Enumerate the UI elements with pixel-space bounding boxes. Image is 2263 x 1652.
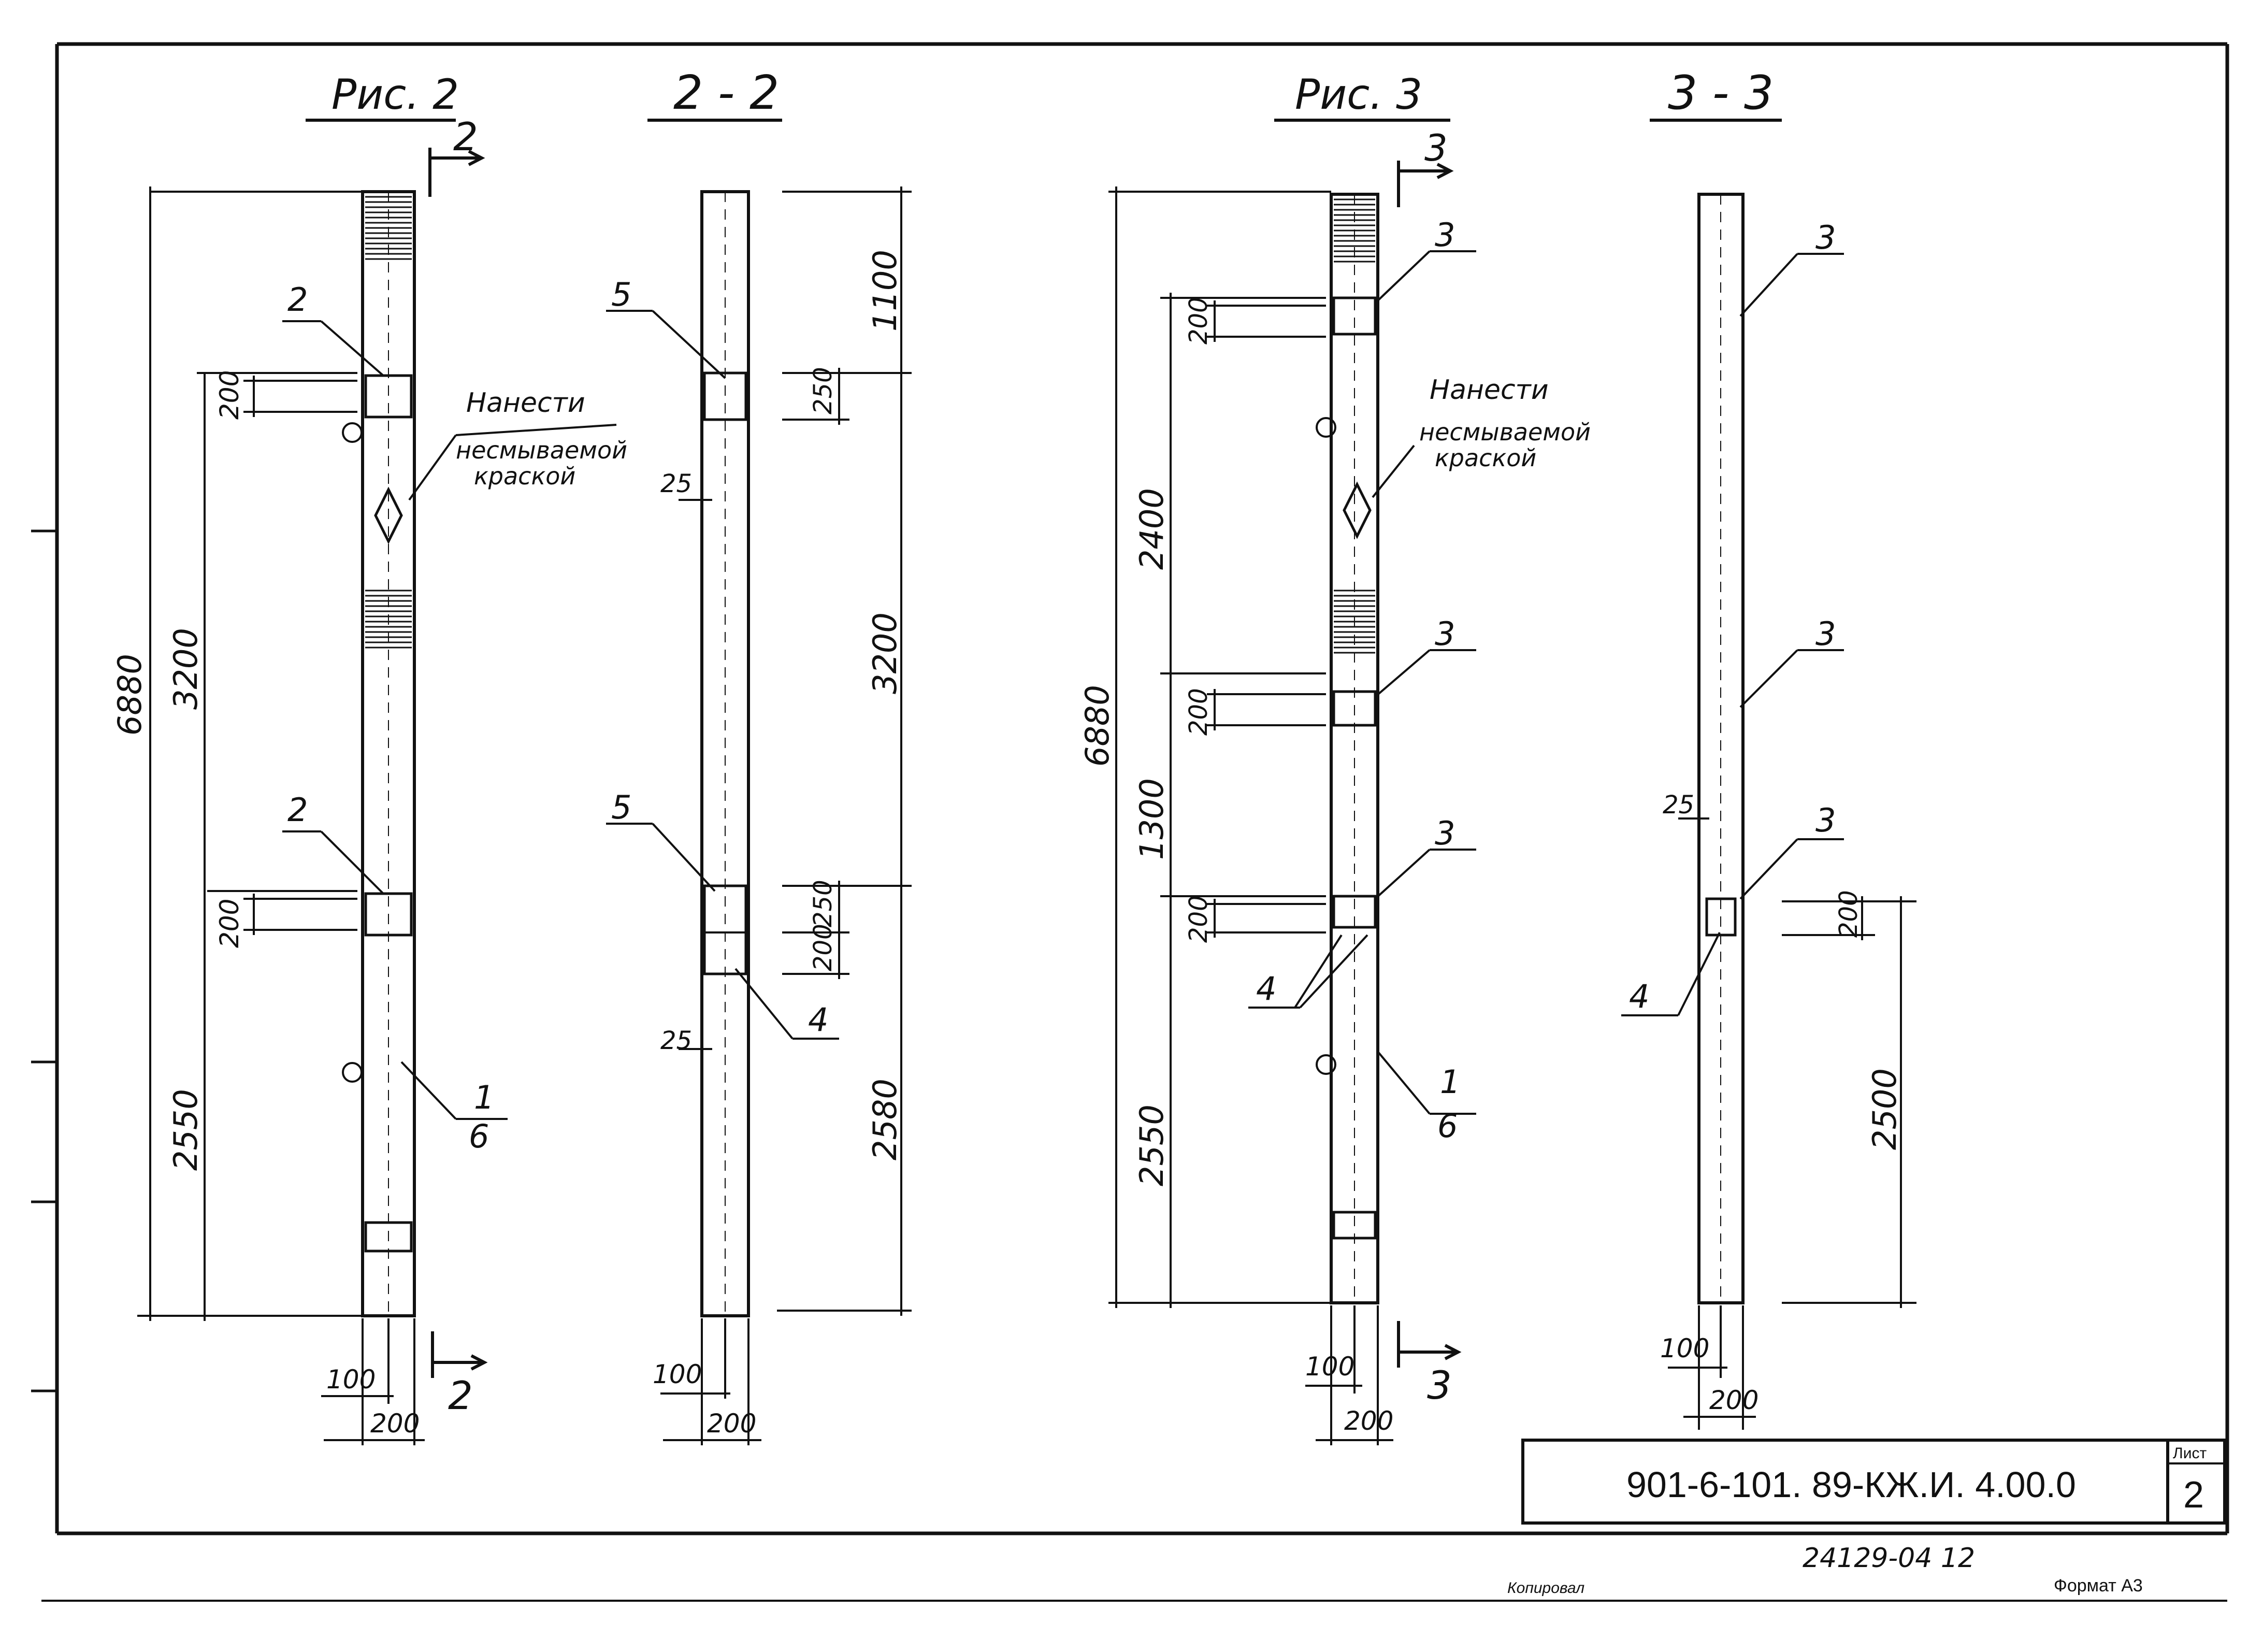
callout-3-sec33-c: 3 — [1815, 801, 1836, 839]
callout-5-sec22-a: 5 — [611, 276, 631, 313]
section-mark-2-top — [428, 148, 485, 197]
title-block-code: 901-6-101. 89-КЖ.И. 4.00.0 — [1626, 1464, 2076, 1505]
callout-2-fig2-b: 2 — [287, 791, 308, 829]
callout-lines-sec33 — [1621, 253, 1844, 1016]
dimensions-sec33 — [1668, 817, 1916, 1430]
figure-3: Рис. 3 3 3 — [1078, 70, 1591, 1445]
title-block-sheet-number: 2 — [2183, 1474, 2204, 1516]
column-sec22 — [700, 190, 750, 1317]
callout-3-fig3-a: 3 — [1435, 216, 1455, 254]
note-line1-fig3: Нанести — [1430, 375, 1549, 406]
dimensions-fig3 — [1108, 186, 1393, 1445]
dimensions-sec22 — [660, 186, 912, 1445]
dim-250-sec22-a: 250 — [809, 367, 838, 414]
callout-6-fig3: 6 — [1437, 1107, 1458, 1145]
callout-lines-fig3 — [1248, 250, 1476, 1115]
column-fig2 — [342, 190, 416, 1317]
dim-200-sec33: 200 — [1834, 890, 1863, 938]
callout-3-fig3-c: 3 — [1435, 814, 1455, 852]
callout-3-sec33-b: 3 — [1815, 615, 1836, 653]
dim-100-fig3: 100 — [1305, 1352, 1354, 1382]
dim-2580-sec22: 2580 — [866, 1079, 904, 1160]
dim-200-fig3-c: 200 — [1184, 895, 1213, 943]
drawing-frame — [31, 42, 2229, 1602]
column-sec33 — [1697, 193, 1745, 1304]
section-mark-2-top-label: 2 — [453, 114, 478, 160]
dim-6880-fig2: 6880 — [111, 654, 149, 736]
figure-3-title: Рис. 3 — [1295, 70, 1422, 119]
dim-2400-fig3: 2400 — [1133, 488, 1171, 570]
dim-25-sec22-b: 25 — [660, 1026, 692, 1055]
callout-6-fig2: 6 — [469, 1117, 489, 1155]
hatch-fig2-top — [365, 196, 412, 260]
column-fig3 — [1316, 193, 1379, 1304]
section-mark-3-top — [1397, 161, 1454, 207]
section-3-3: 3 - 3 200 2500 25 100 200 — [1621, 66, 1916, 1430]
note-line3-fig2: краской — [474, 462, 575, 490]
dim-200-sec22-c: 200 — [707, 1409, 756, 1439]
dim-200-fig2-c: 200 — [370, 1409, 420, 1439]
title-block-sheet-label: Лист — [2173, 1445, 2207, 1462]
callout-2-fig2-a: 2 — [287, 281, 308, 319]
dim-3200-fig2: 3200 — [167, 628, 205, 710]
section-mark-3-bottom — [1397, 1321, 1462, 1368]
figure-2: Рис. 2 2 2 — [111, 70, 627, 1445]
callout-4-sec33: 4 — [1629, 978, 1649, 1015]
callout-1-fig2: 1 — [474, 1079, 494, 1116]
dim-2550-fig2: 2550 — [167, 1089, 205, 1171]
section-2-2: 2 - 2 1100 — [606, 66, 912, 1445]
section-mark-2-bottom-label: 2 — [448, 1373, 473, 1418]
dim-100-sec33: 100 — [1660, 1333, 1709, 1363]
dim-3200-sec22: 3200 — [866, 612, 904, 694]
section-3-3-title: 3 - 3 — [1668, 66, 1774, 120]
section-mark-2-bottom — [431, 1331, 488, 1378]
figure-2-title: Рис. 2 — [331, 70, 459, 119]
callout-3-sec33-a: 3 — [1815, 219, 1836, 256]
dim-2550-fig3: 2550 — [1133, 1104, 1171, 1186]
dim-1300-fig3: 1300 — [1133, 778, 1171, 860]
callout-lines-fig2 — [282, 320, 617, 1120]
callout-1-fig3: 1 — [1440, 1063, 1460, 1101]
callout-4-fig3: 4 — [1256, 970, 1276, 1008]
dim-100-fig2: 100 — [326, 1364, 376, 1395]
footer-copied: Копировал — [1507, 1579, 1584, 1597]
dim-25-sec33: 25 — [1663, 791, 1694, 820]
dim-6880-fig3: 6880 — [1078, 685, 1116, 767]
dim-200-sec33-b: 200 — [1709, 1385, 1758, 1415]
dim-200-sec22: 200 — [809, 924, 838, 971]
dim-200-fig3-d: 200 — [1344, 1406, 1393, 1436]
note-line2-fig2: несмываемой — [456, 436, 627, 464]
hatch-fig3-mid — [1334, 590, 1375, 654]
dim-200-fig3-b: 200 — [1184, 688, 1213, 736]
dim-200-fig3-a: 200 — [1184, 297, 1213, 344]
footer-format: Формат А3 — [2054, 1576, 2143, 1596]
dim-1100-sec22: 1100 — [866, 250, 904, 332]
callout-3-fig3-b: 3 — [1435, 615, 1455, 653]
hatch-fig3-top — [1334, 198, 1375, 263]
dim-250-sec22-b: 250 — [809, 880, 838, 927]
note-line1-fig2: Нанести — [466, 387, 585, 419]
dimensions-fig2 — [137, 186, 425, 1445]
footer-inventory: 24129-04 12 — [1803, 1543, 1975, 1574]
section-mark-3-top-label: 3 — [1424, 127, 1448, 169]
dim-100-sec22: 100 — [653, 1359, 702, 1389]
dim-200-fig2-a: 200 — [214, 370, 244, 420]
section-mark-3-bottom-label: 3 — [1427, 1362, 1452, 1408]
callout-lines-sec22 — [606, 310, 839, 1040]
hatch-fig2-mid — [365, 590, 412, 649]
dim-2500-sec33: 2500 — [1866, 1068, 1904, 1150]
note-line3-fig3: краской — [1435, 444, 1536, 472]
callout-5-sec22-b: 5 — [611, 788, 631, 826]
dim-200-fig2-b: 200 — [214, 899, 244, 948]
callout-4-sec22: 4 — [808, 1001, 828, 1039]
note-line2-fig3: несмываемой — [1419, 418, 1591, 446]
dim-25-sec22-a: 25 — [660, 469, 692, 498]
section-2-2-title: 2 - 2 — [673, 66, 779, 120]
title-block — [1521, 1439, 2226, 1525]
